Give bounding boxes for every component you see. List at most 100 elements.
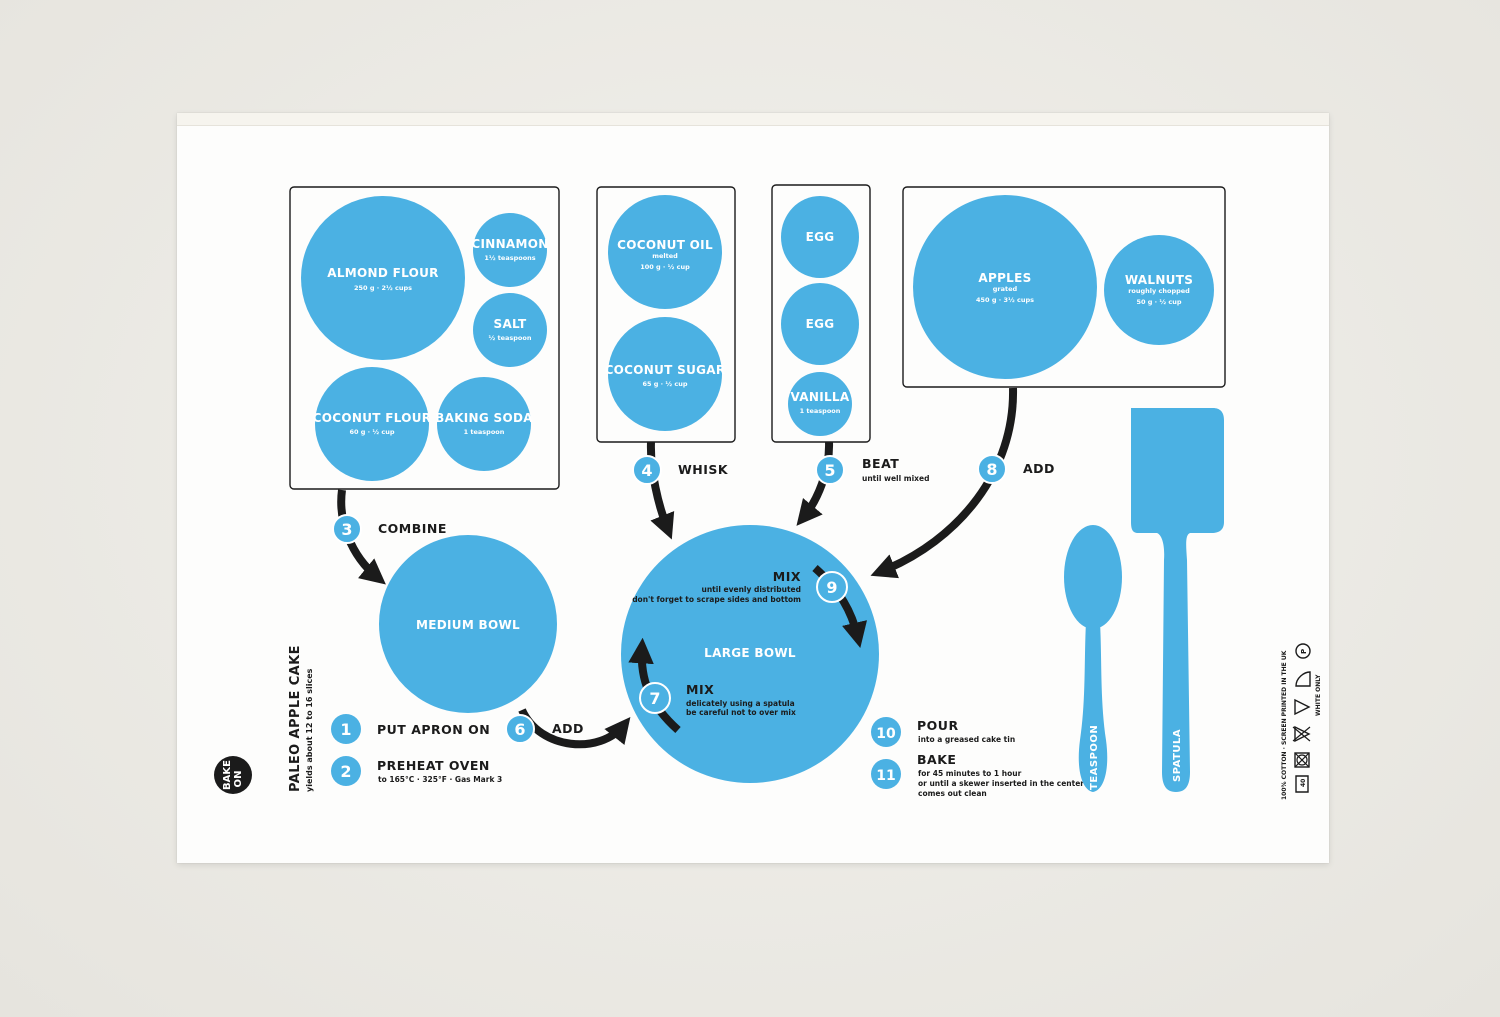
step-11-label: BAKE: [917, 752, 956, 767]
coconut-oil-name: COCONUT OIL: [617, 238, 713, 252]
svg-text:P: P: [1300, 649, 1308, 654]
ingredient-coconut-flour: COCONUT FLOUR 60 g · ½ cup: [313, 367, 432, 481]
step-6: 6 ADD: [505, 714, 584, 744]
step-6-label: ADD: [552, 721, 584, 736]
step-9-detail-2: don't forget to scrape sides and bottom: [632, 595, 801, 604]
step-6-number: 6: [514, 720, 525, 739]
step-9-number: 9: [826, 578, 837, 597]
coconut-oil-note: melted: [652, 252, 678, 260]
towel-hem: [177, 113, 1329, 126]
step-4: 4 WHISK: [632, 455, 729, 485]
baking-soda-name: BAKING SODA: [435, 411, 533, 425]
ingredient-egg-2: EGG: [781, 283, 859, 365]
step-9: 9 MIX until evenly distributed don't for…: [632, 569, 848, 604]
step-1-number: 1: [340, 720, 351, 739]
baking-soda-amount: 1 teaspoon: [464, 428, 505, 436]
logo-text-1: BAKE: [222, 760, 233, 790]
walnuts-amount: 50 g · ½ cup: [1136, 298, 1181, 306]
large-bowl-label: LARGE BOWL: [704, 646, 796, 660]
ingredient-apples: APPLES grated 450 g · 3½ cups: [913, 195, 1097, 379]
cinnamon-name: CINNAMON: [471, 237, 548, 251]
step-1-label: PUT APRON ON: [377, 722, 490, 737]
apples-note: grated: [993, 285, 1018, 293]
logo-text-2: ON: [233, 771, 244, 788]
svg-text:40: 40: [1300, 779, 1307, 787]
teaspoon-illustration: TEASPOON: [1064, 525, 1122, 792]
step-3: 3 COMBINE: [332, 514, 447, 544]
teaspoon-label: TEASPOON: [1089, 725, 1100, 790]
ingredient-coconut-oil: COCONUT OIL melted 100 g · ½ cup: [608, 195, 722, 309]
bleach-icon: WHITE ONLY: [1294, 674, 1322, 716]
recipe-title: PALEO APPLE CAKE: [288, 645, 303, 792]
arrow-beat: [796, 441, 834, 526]
coconut-sugar-name: COCONUT SUGAR: [605, 363, 726, 377]
salt-amount: ½ teaspoon: [489, 334, 532, 342]
step-9-detail: until evenly distributed: [702, 585, 802, 594]
step-2-detail: to 165°C · 325°F · Gas Mark 3: [378, 775, 502, 784]
step-8: 8 ADD: [977, 454, 1054, 484]
step-4-number: 4: [641, 461, 652, 480]
wash-icon: 40: [1295, 775, 1309, 793]
coconut-sugar-amount: 65 g · ½ cup: [642, 380, 687, 388]
almond-flour-name: ALMOND FLOUR: [327, 266, 438, 280]
step-2-label: PREHEAT OVEN: [377, 758, 490, 773]
step-5-detail: until well mixed: [862, 474, 929, 483]
coconut-oil-amount: 100 g · ½ cup: [640, 263, 690, 271]
egg-1-name: EGG: [806, 230, 835, 244]
care-white-only: WHITE ONLY: [1315, 674, 1322, 716]
step-7: 7 MIX delicately using a spatula be care…: [639, 682, 796, 717]
large-bowl: LARGE BOWL: [621, 525, 879, 783]
step-5: 5 BEAT until well mixed: [815, 455, 929, 485]
vanilla-name: VANILLA: [791, 390, 850, 404]
ingredient-baking-soda: BAKING SODA 1 teaspoon: [435, 377, 533, 471]
step-1: 1 PUT APRON ON: [331, 714, 490, 744]
step-10-label: POUR: [917, 718, 959, 733]
ingredient-cinnamon: CINNAMON 1½ teaspoons: [471, 213, 548, 287]
ingredient-walnuts: WALNUTS roughly chopped 50 g · ½ cup: [1104, 235, 1214, 345]
spatula-label: SPATULA: [1172, 729, 1183, 782]
egg-box: [771, 184, 871, 443]
step-11: 11 BAKE for 45 minutes to 1 hour or unti…: [871, 752, 1084, 798]
walnuts-name: WALNUTS: [1125, 273, 1193, 287]
almond-flour-amount: 250 g · 2½ cups: [354, 284, 412, 292]
dry-ingredients-box: [289, 186, 560, 490]
arrow-whisk: [646, 441, 675, 540]
no-tumble-dry-icon: [1294, 752, 1310, 768]
step-4-label: WHISK: [678, 462, 729, 477]
vanilla-amount: 1 teaspoon: [800, 407, 841, 415]
step-3-label: COMBINE: [378, 521, 447, 536]
recipe-yield: yields about 12 to 16 slices: [305, 668, 314, 792]
step-7-number: 7: [649, 689, 660, 708]
step-10-number: 10: [876, 726, 896, 742]
step-3-number: 3: [341, 520, 352, 539]
ingredient-egg-1: EGG: [781, 196, 859, 278]
ingredient-vanilla: VANILLA 1 teaspoon: [788, 372, 852, 436]
salt-name: SALT: [494, 317, 527, 331]
step-10-detail: into a greased cake tin: [918, 735, 1015, 744]
step-11-detail: for 45 minutes to 1 hour: [918, 769, 1022, 778]
step-2-number: 2: [340, 762, 351, 781]
coconut-box: [596, 186, 736, 443]
spatula-illustration: SPATULA: [1131, 408, 1224, 792]
no-bleach-icon: [1292, 725, 1311, 743]
apples-amount: 450 g · 3½ cups: [976, 296, 1034, 304]
step-8-number: 8: [986, 460, 997, 479]
coconut-flour-amount: 60 g · ½ cup: [349, 428, 394, 436]
care-label: 100% COTTON · SCREEN PRINTED IN THE UK: [1281, 650, 1288, 800]
ingredient-coconut-sugar: COCONUT SUGAR 65 g · ½ cup: [605, 317, 726, 431]
step-11-detail-2: or until a skewer inserted in the center: [918, 779, 1084, 788]
ingredient-salt: SALT ½ teaspoon: [473, 293, 547, 367]
care-instructions: 100% COTTON · SCREEN PRINTED IN THE UK 4…: [1281, 643, 1322, 800]
step-11-detail-3: comes out clean: [918, 789, 987, 798]
ingredient-almond-flour: ALMOND FLOUR 250 g · 2½ cups: [301, 196, 465, 360]
iron-icon: [1295, 671, 1311, 687]
apples-name: APPLES: [978, 271, 1031, 285]
coconut-flour-name: COCONUT FLOUR: [313, 411, 432, 425]
step-5-number: 5: [824, 461, 835, 480]
cinnamon-amount: 1½ teaspoons: [484, 254, 535, 262]
walnuts-note: roughly chopped: [1128, 287, 1190, 295]
dry-clean-icon: P: [1295, 643, 1311, 659]
step-11-number: 11: [876, 768, 895, 784]
